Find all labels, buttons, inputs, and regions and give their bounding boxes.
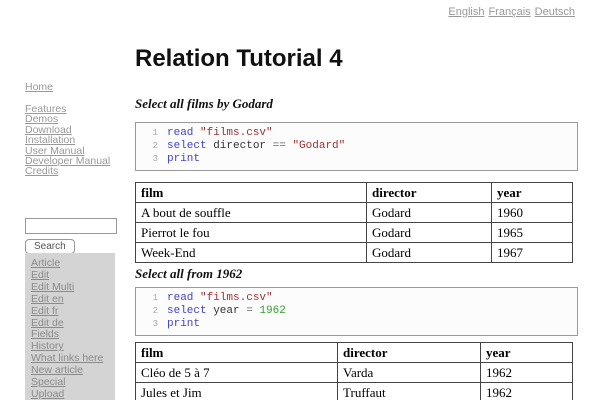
search-button[interactable]: Search [25, 239, 75, 254]
code-line: 1 read "films.csv" [136, 127, 577, 140]
article-menu-item-edit-de[interactable]: Edit de [31, 316, 64, 329]
column-header-film: film [135, 182, 367, 203]
section-heading: Select all from 1962 [135, 266, 243, 281]
article-menu-item-new-article[interactable]: New article [31, 364, 83, 377]
column-header-year: year [491, 182, 573, 203]
table-cell: Varda [337, 362, 481, 383]
sidebar-item-credits[interactable]: Credits [25, 165, 59, 178]
code-line: 1 read "films.csv" [136, 292, 577, 305]
code-token: "films.csv" [200, 127, 273, 139]
column-header-year: year [480, 342, 573, 363]
sidebar-item-user-manual[interactable]: User Manual [25, 144, 85, 157]
code-token: print [167, 318, 201, 330]
line-number: 1 [152, 128, 158, 138]
article-menu-item-article[interactable]: Article [31, 257, 61, 269]
table-cell: Week-End [135, 242, 367, 263]
table-cell: 1960 [491, 202, 573, 223]
code-line: 3 print [136, 153, 577, 166]
code-token: read [167, 292, 194, 304]
table-cell: Godard [366, 202, 492, 223]
sidebar-item-home[interactable]: Home [25, 81, 54, 93]
table-cell: Jules et Jim [135, 382, 338, 400]
code-line: 2 select year = 1962 [136, 305, 577, 318]
code-token: print [167, 153, 201, 165]
table-cell: Godard [366, 222, 492, 243]
code-token: year [206, 305, 247, 317]
column-header-film: film [135, 342, 338, 363]
code-token: 1962 [259, 305, 286, 317]
table-cell: Pierrot le fou [135, 222, 367, 243]
line-number: 3 [152, 154, 158, 164]
main-content: Relation Tutorial 4 Select all films by … [135, 0, 578, 400]
sidebar-item-features[interactable]: Features [25, 103, 67, 115]
code-token: "Godard" [292, 140, 346, 152]
sidebar-item-demos[interactable]: Demos [25, 113, 59, 126]
table-cell: A bout de souffle [135, 202, 367, 223]
table-cell: Cléo de 5 à 7 [135, 362, 338, 383]
language-link-fran-ais[interactable]: Français [488, 6, 531, 18]
article-menu-item-fields[interactable]: Fields [31, 328, 60, 341]
page-title: Relation Tutorial 4 [135, 45, 343, 72]
search-input[interactable] [25, 218, 117, 234]
language-link-english[interactable]: English [448, 6, 485, 18]
article-menu-item-upload[interactable]: Upload [31, 387, 65, 400]
sidebar-item-installation[interactable]: Installation [25, 134, 76, 147]
code-block: 1 read "films.csv" 2 select director == "Go… [135, 122, 578, 171]
code-token: == [272, 140, 286, 152]
code-token: select [167, 140, 207, 152]
table-cell: 1962 [480, 362, 573, 383]
article-menu-item-edit-en[interactable]: Edit en [31, 292, 64, 305]
sidebar-item-developer-manual[interactable]: Developer Manual [25, 155, 111, 168]
table-cell: Godard [366, 242, 492, 263]
section-heading: Select all films by Godard [135, 96, 273, 111]
table-cell: 1962 [480, 382, 573, 400]
article-menu-item-history[interactable]: History [31, 340, 64, 353]
line-number: 2 [152, 306, 158, 316]
table-cell: 1967 [491, 242, 573, 263]
code-token: = [246, 305, 253, 317]
code-line: 2 select director == "Godard" [136, 140, 577, 153]
column-header-director: director [337, 342, 481, 363]
line-number: 2 [152, 141, 158, 151]
line-number: 3 [152, 319, 158, 329]
article-menu-item-edit-multi[interactable]: Edit Multi [31, 280, 75, 293]
article-menu-item-edit[interactable]: Edit [31, 268, 50, 281]
code-token: read [167, 127, 194, 139]
table-cell: 1965 [491, 222, 573, 243]
code-token: director [206, 140, 273, 152]
column-header-director: director [366, 182, 492, 203]
code-token: "films.csv" [200, 292, 273, 304]
sidebar-item-download[interactable]: Download [25, 123, 72, 136]
code-line: 3 print [136, 318, 577, 331]
line-number: 1 [152, 293, 158, 303]
language-link-deutsch[interactable]: Deutsch [534, 6, 575, 18]
code-token: select [167, 305, 207, 317]
article-menu-item-what-links-here[interactable]: What links here [31, 352, 104, 365]
article-menu-item-special[interactable]: Special [31, 376, 66, 389]
table-cell: Truffaut [337, 382, 481, 400]
article-menu-item-edit-fr[interactable]: Edit fr [31, 304, 59, 317]
code-block: 1 read "films.csv" 2 select year = 1962 3 pri… [135, 287, 578, 336]
